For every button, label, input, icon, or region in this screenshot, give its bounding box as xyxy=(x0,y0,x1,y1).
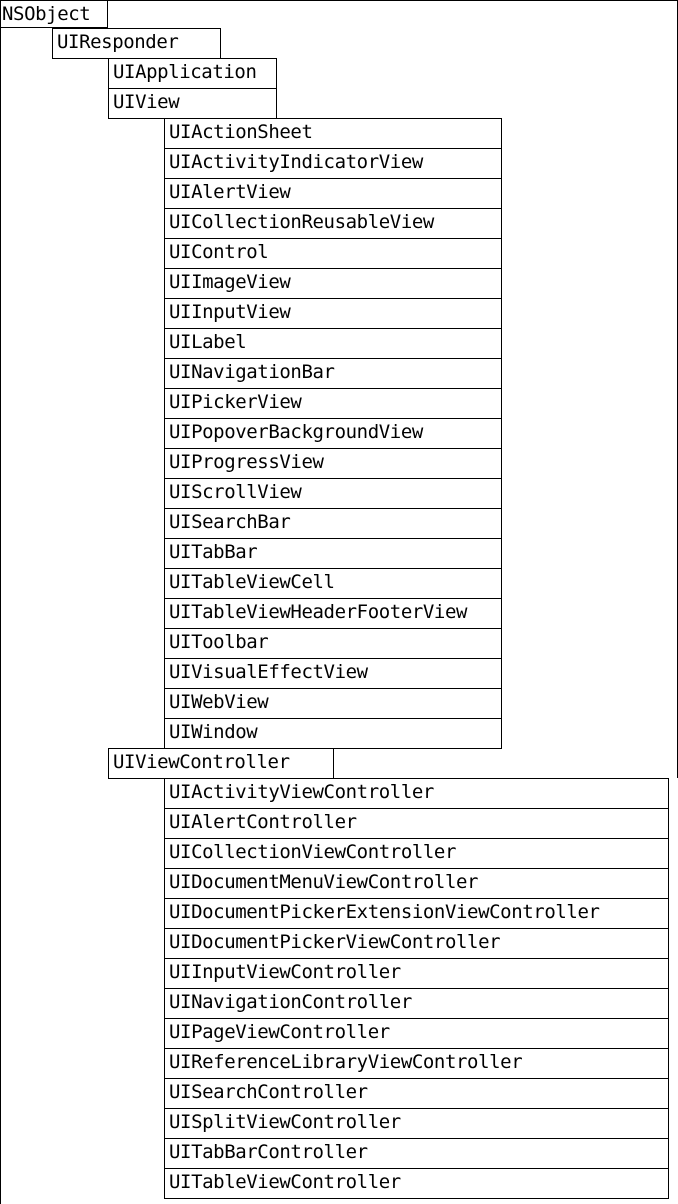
uiviewcontroller-subclass-2: UICollectionViewController xyxy=(164,838,669,869)
uiviewcontroller-subclass-11: UISplitViewController xyxy=(164,1108,669,1139)
uiview-subclass-17: UIToolbar xyxy=(164,628,502,659)
uiview-subclass-1: UIActivityIndicatorView xyxy=(164,148,502,179)
uiview-subclass-19: UIWebView xyxy=(164,688,502,719)
uiview-subclass-4: UIControl xyxy=(164,238,502,269)
uiviewcontroller-subclass-6: UIInputViewController xyxy=(164,958,669,989)
frame-left-line xyxy=(0,0,1,1204)
uiview-subclass-20: UIWindow xyxy=(164,718,502,749)
uiview-subclass-11: UIProgressView xyxy=(164,448,502,479)
uiview-subclass-10: UIPopoverBackgroundView xyxy=(164,418,502,449)
node-uiresponder: UIResponder xyxy=(52,28,221,59)
uiviewcontroller-subclass-12: UITabBarController xyxy=(164,1138,669,1169)
uiviewcontroller-subclass-7: UINavigationController xyxy=(164,988,669,1019)
node-uiview: UIView xyxy=(108,88,277,119)
node-uiviewcontroller: UIViewController xyxy=(108,748,334,779)
uiview-subclass-5: UIImageView xyxy=(164,268,502,299)
frame-top-line xyxy=(0,0,678,1)
uiview-subclass-3: UICollectionReusableView xyxy=(164,208,502,239)
uiview-subclass-13: UISearchBar xyxy=(164,508,502,539)
uiviewcontroller-subclass-9: UIReferenceLibraryViewController xyxy=(164,1048,669,1079)
uiview-subclass-2: UIAlertView xyxy=(164,178,502,209)
uiview-subclass-16: UITableViewHeaderFooterView xyxy=(164,598,502,629)
uiview-subclass-7: UILabel xyxy=(164,328,502,359)
uiviewcontroller-subclass-4: UIDocumentPickerExtensionViewController xyxy=(164,898,669,929)
uiviewcontroller-subclass-8: UIPageViewController xyxy=(164,1018,669,1049)
uiviewcontroller-subclass-13: UITableViewController xyxy=(164,1168,669,1199)
uiview-subclass-14: UITabBar xyxy=(164,538,502,569)
uiviewcontroller-subclass-5: UIDocumentPickerViewController xyxy=(164,928,669,959)
uiview-subclass-8: UINavigationBar xyxy=(164,358,502,389)
uiview-subclass-15: UITableViewCell xyxy=(164,568,502,599)
uiview-subclass-6: UIInputView xyxy=(164,298,502,329)
uiviewcontroller-subclass-0: UIActivityViewController xyxy=(164,778,669,809)
uiviewcontroller-subclass-3: UIDocumentMenuViewController xyxy=(164,868,669,899)
uiviewcontroller-subclass-1: UIAlertController xyxy=(164,808,669,839)
uiview-subclass-9: UIPickerView xyxy=(164,388,502,419)
uiview-subclass-18: UIVisualEffectView xyxy=(164,658,502,689)
node-uiapplication: UIApplication xyxy=(108,58,277,89)
uiview-subclass-0: UIActionSheet xyxy=(164,118,502,149)
uiview-subclass-12: UIScrollView xyxy=(164,478,502,509)
node-nsobject: NSObject xyxy=(0,0,108,28)
uiviewcontroller-subclass-10: UISearchController xyxy=(164,1078,669,1109)
